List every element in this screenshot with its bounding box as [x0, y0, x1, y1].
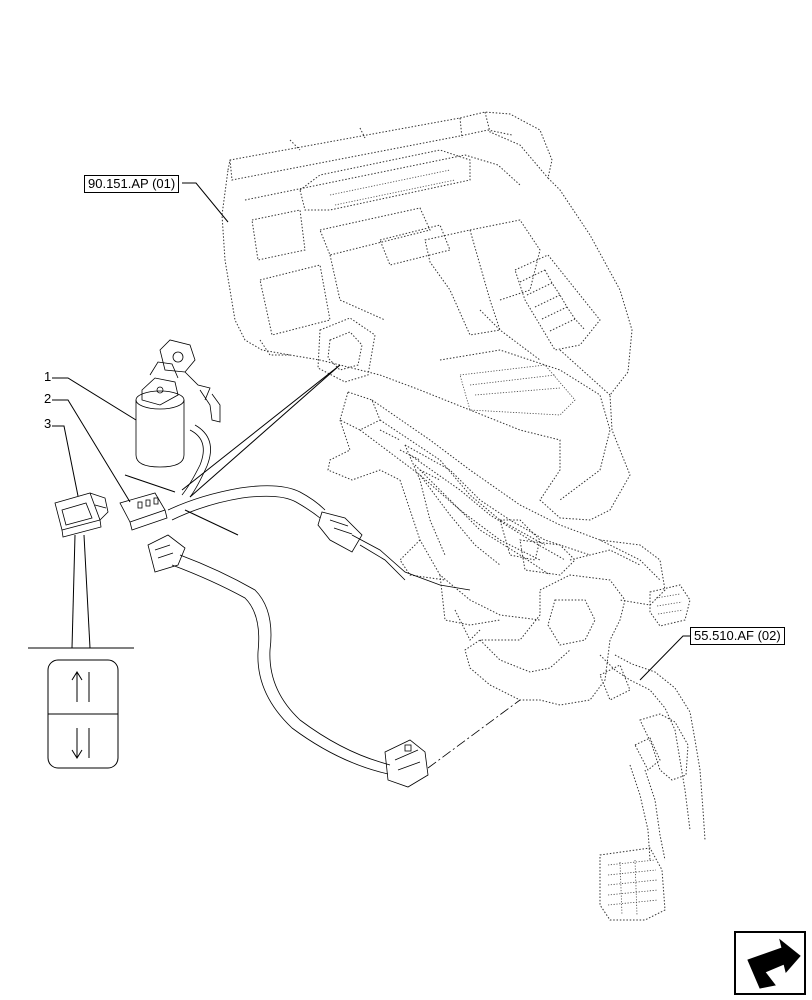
- harness-routing-lines: [404, 444, 591, 576]
- item-3-rocker-switch: [54, 492, 109, 538]
- item-2-connector: [119, 492, 168, 531]
- item-1-valve: [135, 339, 221, 498]
- callout-1: 1: [44, 369, 52, 384]
- callout-2: 2: [44, 391, 52, 406]
- reference-label-lower: 55.510.AF (02): [690, 627, 785, 645]
- reference-label-upper: 90.151.AP (01): [84, 175, 180, 193]
- harness-lower-branch: [599, 654, 706, 921]
- leader-lines: [28, 182, 690, 769]
- console-assembly: [221, 111, 633, 521]
- return-arrow-icon[interactable]: [734, 931, 806, 995]
- frame-bracket: [327, 391, 691, 706]
- connector-rack: [514, 254, 611, 396]
- switch-detail-panel: [47, 659, 119, 769]
- harness-main: [147, 485, 471, 788]
- callout-3: 3: [44, 416, 52, 431]
- switch-up-down-icon: [71, 671, 90, 759]
